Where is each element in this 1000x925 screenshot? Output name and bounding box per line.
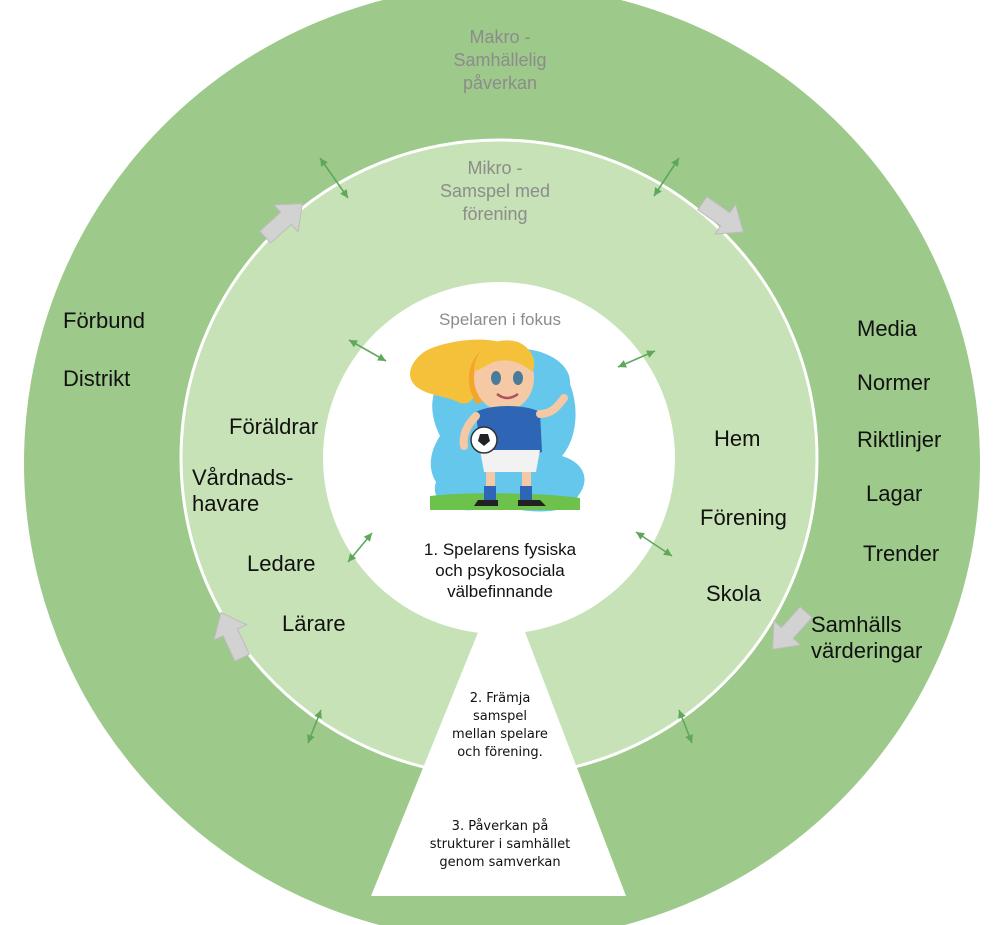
macro-label-riktlinjer: Riktlinjer	[857, 427, 942, 452]
double-headed-arrow-icon	[347, 532, 373, 563]
goal-2: 2. Främja samspel mellan spelare och för…	[425, 690, 575, 762]
block-arrow-icon	[259, 203, 303, 244]
center-title: Spelaren i fokus	[439, 310, 561, 329]
double-headed-arrow-icon	[617, 350, 656, 368]
micro-label-vardnadshavare: Vårdnads- havare	[192, 465, 294, 517]
macro-title-line: påverkan	[462, 73, 538, 93]
double-headed-arrow-icon	[653, 157, 680, 197]
society-values-line: värderingar	[811, 638, 923, 663]
society-values-line: Samhälls	[811, 612, 902, 637]
macro-title-line: Makro -	[469, 27, 531, 47]
macro-label-lagar: Lagar	[866, 481, 923, 506]
double-headed-arrow-icon	[348, 339, 387, 362]
micro-title-line: Samspel med	[439, 181, 551, 201]
goal-2-line: samspel	[472, 709, 528, 724]
micro-title-line: Mikro -	[467, 158, 523, 178]
girl-football-player-icon	[410, 339, 585, 512]
block-arrow-icon	[697, 195, 744, 235]
goal-3-line: 3. Påverkan på	[451, 819, 549, 834]
micro-label-ledare: Ledare	[247, 551, 316, 576]
macro-label-samhallsvarderingar: Samhälls värderingar	[811, 612, 922, 664]
block-arrow-icon	[213, 611, 251, 662]
goal-1: 1. Spelarens fysiska och psykosociala vä…	[400, 539, 600, 602]
micro-label-hem: Hem	[714, 426, 761, 451]
double-headed-arrow-icon	[307, 709, 322, 744]
micro-label-foraldrar: Föräldrar	[229, 414, 319, 439]
macro-label-distrikt: Distrikt	[63, 366, 131, 391]
micro-label-line: Vårdnads-	[192, 465, 294, 490]
micro-label-larare: Lärare	[282, 611, 346, 636]
micro-label-forening: Förening	[700, 505, 787, 530]
double-headed-arrow-icon	[319, 157, 349, 199]
double-headed-arrow-icon	[635, 531, 673, 557]
double-headed-arrow-icon	[678, 709, 693, 744]
macro-label-trender: Trender	[863, 541, 940, 566]
goal-2-line: 2. Främja	[469, 691, 531, 706]
goal-1-line: välbefinnande	[447, 582, 553, 601]
goal-3-line: strukturer i samhället	[429, 837, 571, 852]
micro-label-skola: Skola	[706, 581, 762, 606]
macro-title: Makro - Samhällelig påverkan	[410, 26, 590, 95]
goal-1-line: 1. Spelarens fysiska	[423, 540, 577, 559]
macro-label-media: Media	[857, 316, 917, 341]
goal-2-line: och förening.	[457, 745, 543, 760]
macro-title-line: Samhällelig	[453, 50, 547, 70]
block-arrow-icon	[772, 606, 813, 650]
micro-title-line: förening	[462, 204, 528, 224]
macro-label-normer: Normer	[857, 370, 931, 395]
goal-1-line: och psykosociala	[435, 561, 565, 580]
goal-3: 3. Påverkan på strukturer i samhället ge…	[410, 818, 590, 872]
micro-title: Mikro - Samspel med förening	[405, 157, 585, 226]
goal-3-line: genom samverkan	[439, 855, 561, 870]
macro-label-forbund: Förbund	[63, 308, 145, 333]
micro-label-line: havare	[192, 491, 260, 516]
goal-2-line: mellan spelare	[452, 727, 548, 742]
focus-wedge	[371, 598, 626, 896]
